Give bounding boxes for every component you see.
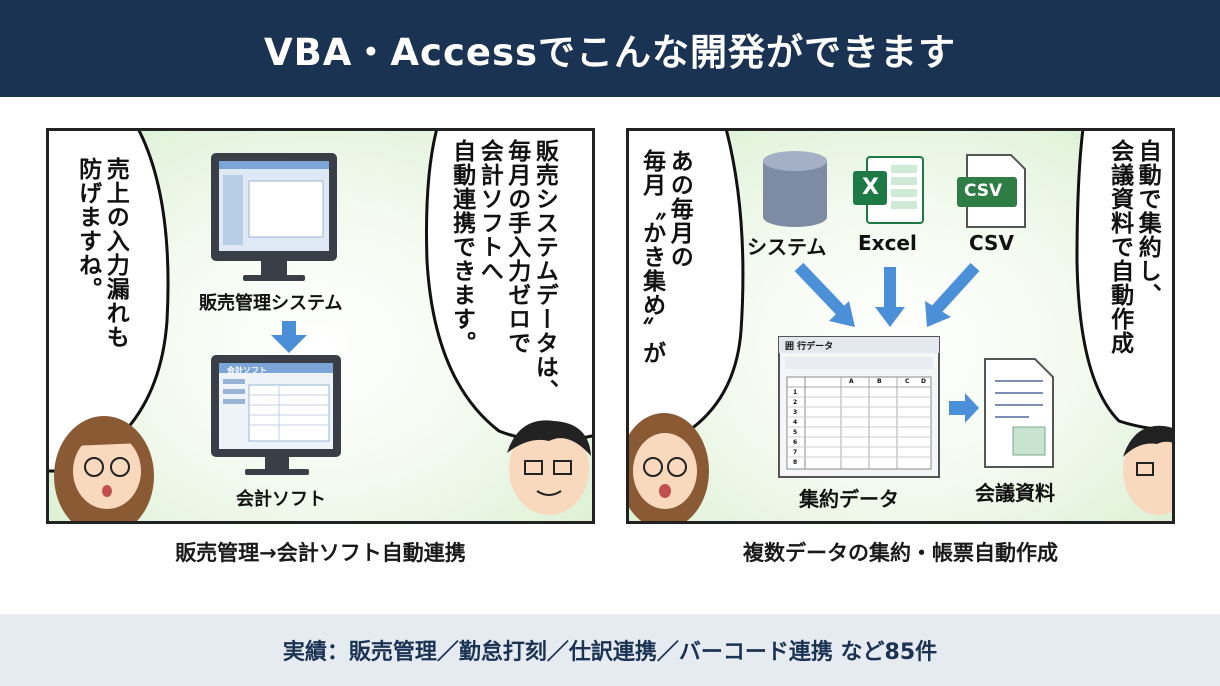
label-aggregated-data: 集約データ (799, 487, 899, 511)
speech-text-left: あの毎月の 毎月〝かき集め〟が (638, 149, 693, 365)
sheet-col-d: D (921, 378, 926, 385)
panel-right-illustration (629, 131, 1172, 521)
sheet-row-1: 1 (793, 389, 798, 396)
excel-icon-letter: X (862, 175, 879, 200)
arrow-down-icon (875, 267, 905, 327)
csv-icon (957, 154, 1026, 228)
document-icon (984, 358, 1054, 468)
man-avatar (507, 420, 591, 515)
caption-left: 販売管理→会計ソフト自動連携 (175, 541, 466, 565)
footer-banner: 実績：販売管理／勤怠打刻／仕訳連携／バーコード連携 など85件 (0, 614, 1220, 686)
man-avatar (1123, 425, 1172, 515)
monitor-icon (211, 153, 337, 281)
sheet-row-8: 8 (793, 459, 798, 466)
woman-avatar (54, 416, 154, 521)
accounting-monitor-icon (211, 355, 341, 475)
sheet-col-b: B (877, 378, 882, 385)
label-csv: CSV (969, 231, 1014, 255)
csv-icon-text: CSV (964, 181, 1003, 201)
label-excel: Excel (858, 231, 917, 255)
speech-text-right: 販売システムデータは、 毎月の手入力ゼロで 会計ソフトへ 自動連携できます。 (448, 139, 558, 403)
arrow-down-left-icon (925, 262, 980, 327)
speech-text-right: 自動で集約し、 会議資料で自動作成 (1106, 139, 1161, 355)
header-banner: VBA・Accessでこんな開発ができます (0, 0, 1220, 97)
arrow-down-icon (271, 321, 307, 353)
spreadsheet-icon (778, 336, 940, 478)
caption-right: 複数データの集約・帳票自動作成 (743, 541, 1058, 565)
sheet-row-3: 3 (793, 409, 798, 416)
panel-sales-to-accounting: 売上の入力漏れも 防げますね。 販売システムデータは、 毎月の手入力ゼロで 会計… (46, 128, 595, 524)
sheet-row-4: 4 (793, 419, 798, 426)
sheet-title: 囲 行データ (785, 342, 834, 352)
label-meeting-materials: 会議資料 (975, 481, 1055, 505)
database-icon (763, 151, 827, 227)
label-accounting-software: 会計ソフト (236, 489, 326, 510)
sheet-col-a: A (849, 378, 854, 385)
woman-avatar (629, 413, 709, 521)
arrow-down-right-icon (794, 262, 855, 327)
excel-icon (853, 156, 924, 224)
sheet-row-5: 5 (793, 429, 798, 436)
sheet-col-c: C (905, 378, 910, 385)
arrow-right-icon (949, 393, 979, 423)
window-title-accounting: 会計ソフト (227, 366, 267, 375)
label-system: システム (747, 235, 827, 259)
footer-achievements: 実績：販売管理／勤怠打刻／仕訳連携／バーコード連携 など85件 (282, 640, 938, 665)
speech-text-left: 売上の入力漏れも 防げますね。 (74, 157, 129, 349)
sheet-row-6: 6 (793, 439, 798, 446)
label-sales-system: 販売管理システム (199, 293, 343, 314)
sheet-row-7: 7 (793, 449, 798, 456)
panel-data-aggregation: あの毎月の 毎月〝かき集め〟が 自動で集約し、 会議資料で自動作成 システム E… (626, 128, 1175, 524)
page-title: VBA・Accessでこんな開発ができます (263, 30, 957, 74)
sheet-row-2: 2 (793, 399, 798, 406)
panel-left-illustration (49, 131, 592, 521)
